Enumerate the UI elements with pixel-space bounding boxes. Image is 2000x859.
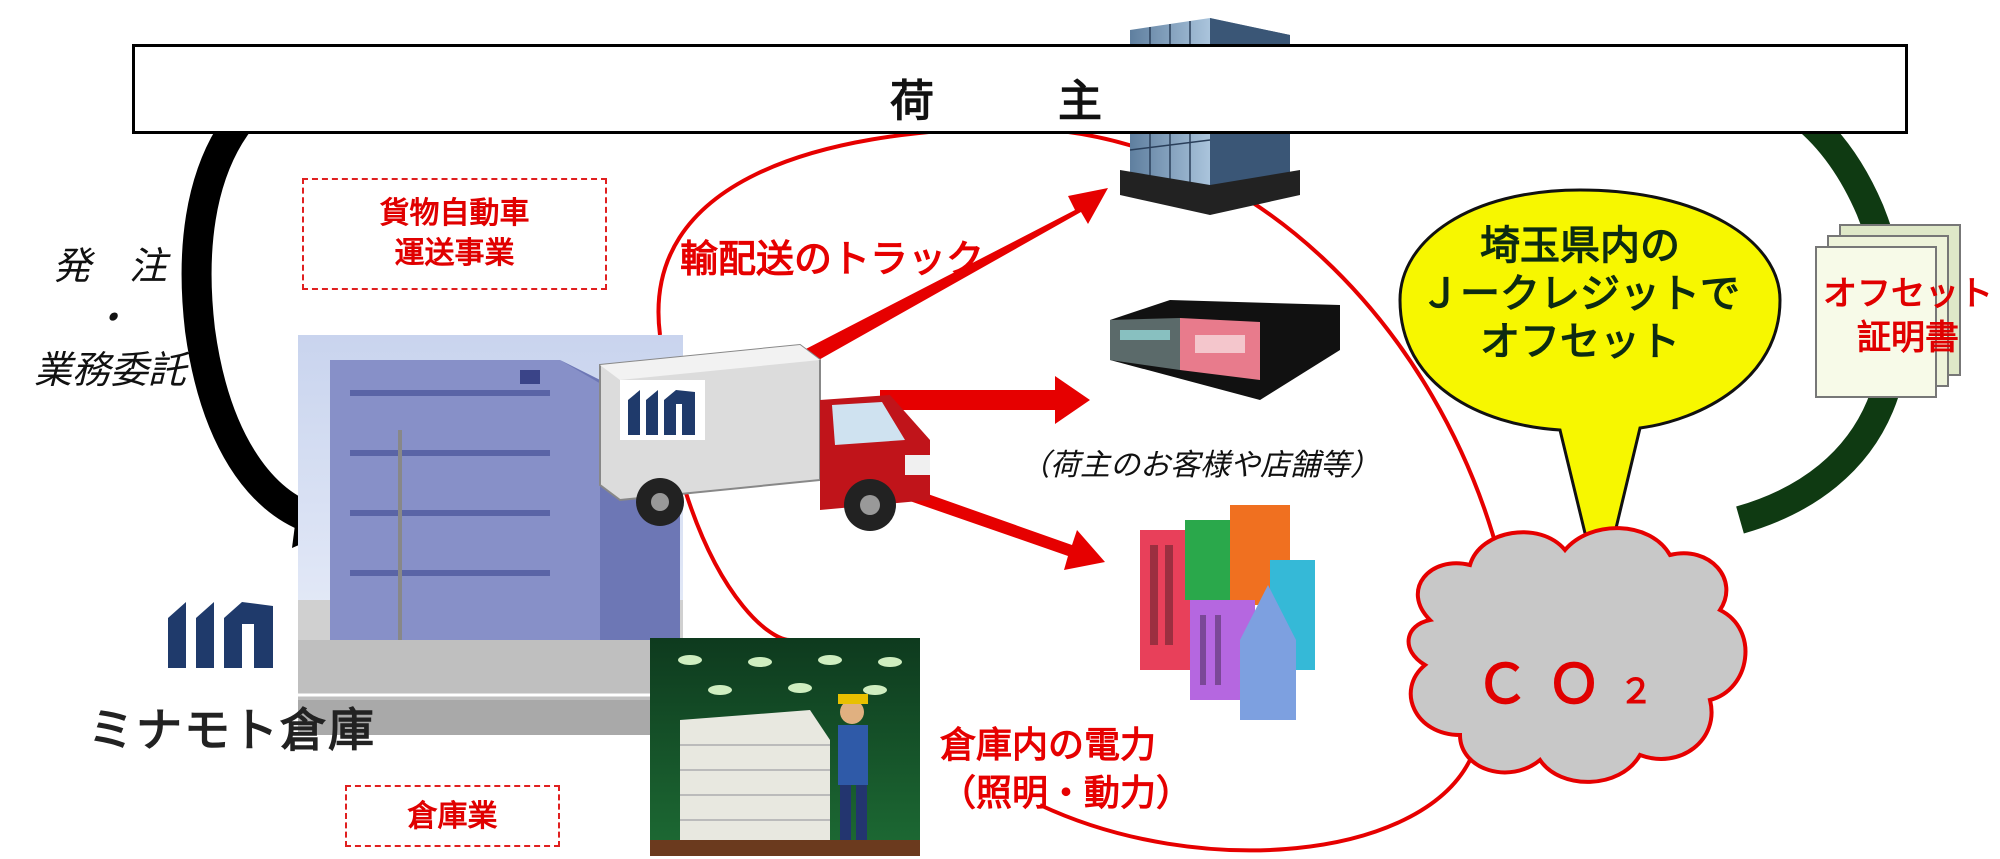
warehouse-photo bbox=[298, 335, 683, 735]
company-name: ミナモト倉庫 bbox=[88, 703, 376, 757]
bubble-line-1: 埼玉県内の bbox=[1480, 223, 1680, 269]
warehouse-business-label: 倉庫業 bbox=[407, 799, 498, 834]
trucking-line-1: 貨物自動車 bbox=[379, 196, 530, 231]
emission-loop-lower bbox=[683, 489, 791, 642]
warehouse-business-box: 倉庫業 bbox=[345, 785, 560, 847]
bubble-line-2: Ｊークレジットで bbox=[1420, 271, 1740, 317]
co2-main: ＣＯ bbox=[1475, 653, 1619, 716]
truck-logo bbox=[620, 380, 705, 440]
certificate-icon bbox=[1815, 224, 1961, 398]
store-building-icon bbox=[1110, 300, 1340, 400]
emission-loop-circle bbox=[656, 125, 1502, 561]
bubble-line-3: オフセット bbox=[1480, 319, 1680, 365]
shipper-label: 荷 主 bbox=[890, 76, 1142, 127]
order-line-2: ・ bbox=[90, 296, 129, 340]
order-line-3: 業務委託 bbox=[33, 348, 186, 392]
certificate-line-1: オフセット bbox=[1823, 274, 1993, 314]
order-line-1: 発 注 bbox=[52, 244, 167, 288]
offset-bubble-text: 埼玉県内の Ｊークレジットで オフセット bbox=[1410, 222, 1750, 366]
warehouse-worker-photo bbox=[650, 638, 920, 856]
electricity-label: 倉庫内の電力 （照明・動力） bbox=[940, 722, 1192, 818]
trucking-business-box: 貨物自動車 運送事業 bbox=[302, 178, 607, 290]
certificate-label: オフセット 証明書 bbox=[1810, 272, 2000, 360]
order-label: 発 注 ・ 業務委託 bbox=[30, 240, 190, 396]
trucking-line-2: 運送事業 bbox=[394, 236, 515, 271]
electricity-line-1: 倉庫内の電力 bbox=[940, 725, 1157, 766]
city-buildings-icon bbox=[1140, 505, 1315, 720]
shipper-bar bbox=[132, 44, 1908, 134]
delivery-trucks-label: 輸配送のトラック bbox=[680, 237, 985, 281]
customers-note: （荷主のお客様や店舗等） bbox=[1020, 448, 1380, 483]
minamoto-logo-icon bbox=[168, 602, 273, 668]
certificate-line-2: 証明書 bbox=[1857, 318, 1959, 358]
co2-cloud bbox=[1406, 526, 1748, 784]
co2-subscript: ２ bbox=[1619, 672, 1653, 712]
truck-illustration bbox=[599, 343, 930, 531]
co2-label: ＣＯ２ bbox=[1475, 640, 1653, 719]
electricity-line-2: （照明・動力） bbox=[940, 773, 1193, 814]
emission-loop-bottom bbox=[1039, 759, 1472, 853]
